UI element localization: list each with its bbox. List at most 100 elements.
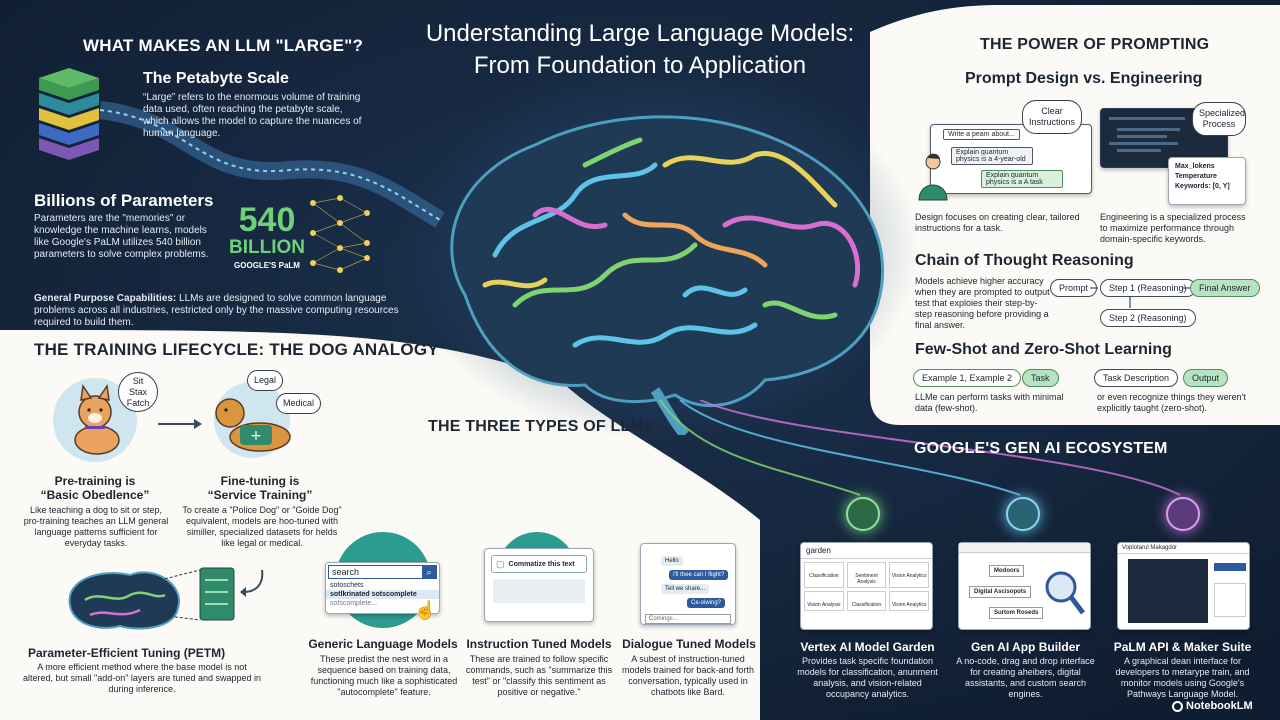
fs-task-pill: Task <box>1022 369 1059 387</box>
pretrain-title2: “Basic Obedlence” <box>40 488 150 502</box>
circuit-lines <box>659 400 1181 496</box>
data-stack-icon <box>39 68 99 160</box>
pretrain-dog-icon <box>53 378 137 462</box>
instruction-box: Commatize this text <box>508 560 575 568</box>
dialogue-text: A subest of instruction-tuned models tra… <box>621 654 755 697</box>
types-heading: THE THREE TYPES OF LLMs <box>428 418 654 435</box>
prompt-chat-3: Explain quantum physics is a A task <box>981 170 1063 188</box>
builder-item-1[interactable]: Modoors <box>989 565 1025 577</box>
brain-illustration <box>450 115 885 435</box>
fs-output-pill: Output <box>1183 369 1229 387</box>
garden-tile-1[interactable]: Classification <box>804 562 844 588</box>
palm-node-icon <box>1166 497 1200 531</box>
bubble-medical: Medical <box>276 393 322 414</box>
person-icon <box>918 153 948 201</box>
general-text: LLMs are designed to solve common langua… <box>34 293 399 328</box>
main-title-line2: From Foundation to Application <box>473 52 807 79</box>
training-heading: THE TRAINING LIFECYCLE: THE DOG ANALOGY <box>34 340 439 359</box>
big-number: 540 <box>238 201 296 239</box>
petm-title: Parameter-Efficient Tuning (PETM) <box>28 646 226 660</box>
brand-label: NotebookLM <box>1186 700 1253 712</box>
suggestion-1[interactable]: sotoschets <box>330 582 364 589</box>
vertex-title: Vertex AI Model Garden <box>800 640 935 654</box>
garden-tile-5[interactable]: Classification <box>846 591 887 611</box>
suggestion-3[interactable]: sotscomplete... <box>330 600 378 607</box>
finetune-text: To create a "Police Dog" or "Goide Dog" … <box>182 505 342 548</box>
garden-tile-4[interactable]: Vision Analysis <box>804 591 844 611</box>
pretrain-text: Like teaching a dog to sit or step, pro-… <box>23 505 169 548</box>
command-sit: Sit <box>132 376 144 386</box>
garden-tile-6[interactable]: Vision Analytics <box>889 591 929 611</box>
service-dog-icon: + <box>214 382 291 458</box>
chat-msg-4: Ce-oiwing? <box>687 598 726 608</box>
param-temperature[interactable]: Temperature <box>1175 173 1217 180</box>
pointer-hand-icon: ☝ <box>414 600 437 620</box>
chat-msg-3: Tell we share... <box>661 584 710 594</box>
palm-title: PaLM API & Maker Suite <box>1113 640 1252 654</box>
large-heading: WHAT MAKES AN LLM "LARGE"? <box>83 36 364 55</box>
ecosystem-heading: GOOGLE'S GEN AI ECOSYSTEM <box>914 440 1168 457</box>
arrow-right-icon <box>158 419 202 429</box>
curved-arrow-icon <box>240 569 264 597</box>
bubble-legal: Legal <box>247 370 284 391</box>
instr-title: Instruction Tuned Models <box>466 637 612 651</box>
message-icon: ▢ <box>496 558 505 569</box>
maker-title: Voplotarul Makagdor <box>1118 543 1249 554</box>
chat-input[interactable]: Comings... <box>645 614 731 624</box>
design-text: Design focuses on creating clear, tailor… <box>915 212 1080 233</box>
command-stax: Stax <box>128 387 147 397</box>
zeroshot-text: or even recognize things they weren't ex… <box>1097 392 1246 413</box>
vertex-text: Provides task specific foundation models… <box>797 656 938 699</box>
params-text: Parameters are the "memories" or knowled… <box>34 213 209 260</box>
vertex-node-icon <box>846 497 880 531</box>
cot-arrows-icon <box>1090 287 1190 308</box>
param-keywords[interactable]: Keywords: [0, Y] <box>1175 183 1230 190</box>
builder-item-2[interactable]: Digital Ascisopots <box>969 586 1032 598</box>
neural-network-icon <box>310 195 370 273</box>
data-stream <box>98 101 445 228</box>
design-title: Prompt Design vs. Engineering <box>965 70 1203 87</box>
instr-text: These are trained to follow specific com… <box>465 654 613 697</box>
generic-title: Generic Language Models <box>308 637 458 651</box>
fs-examples-pill: Example 1, Example 2 <box>913 369 1022 387</box>
garden-tile-2[interactable]: Sentiment Analysis <box>846 562 887 588</box>
builder-item-3[interactable]: Surtom Roseds <box>989 607 1044 619</box>
params-title: Billions of Parameters <box>34 191 214 210</box>
bubble-specialized-process: Specialized Process <box>1192 102 1246 136</box>
cot-step2-pill: Step 2 (Reasoning) <box>1100 309 1196 327</box>
garden-tile-3[interactable]: Vision Analytics <box>889 562 929 588</box>
cot-step1-pill: Step 1 (Reasoning) <box>1100 279 1196 297</box>
search-input[interactable]: search <box>332 567 360 577</box>
cot-text: Models achieve higher accuracy when they… <box>915 276 1050 330</box>
general-bold: General Purpose Capabilities: <box>34 293 177 304</box>
prompt-chat-2: Explain quantum physics is a 4-year-old <box>951 147 1033 165</box>
svg-text:+: + <box>250 428 262 444</box>
builder-title: Gen AI App Builder <box>970 640 1081 654</box>
notebooklm-logo-icon <box>1172 700 1183 712</box>
chat-msg-2: I'll thee can I flight? <box>669 570 729 580</box>
fs-description-pill: Task Description <box>1094 369 1179 387</box>
command-fatch: Fatch <box>126 398 150 408</box>
prompting-heading: THE POWER OF PROMPTING <box>980 36 1210 53</box>
magnifier-icon <box>1045 571 1085 615</box>
petm-text: A more efficient method where the base m… <box>22 662 262 694</box>
generic-text: These predist the nest word in a sequenc… <box>310 654 458 697</box>
suggestion-2[interactable]: sotlkrinated sotscomplete <box>326 590 439 599</box>
finetune-title2: “Service Training” <box>207 488 313 502</box>
petm-brain-icon <box>68 567 235 630</box>
garden-label: garden <box>801 543 932 559</box>
finetune-title1: Fine-tuning is <box>220 474 300 488</box>
param-max-tokens[interactable]: Max_lokens <box>1175 163 1215 170</box>
search-icon: ⌕ <box>422 566 436 578</box>
petabyte-title: The Petabyte Scale <box>143 70 289 87</box>
engineering-text: Engineering is a specialized process to … <box>1100 212 1246 244</box>
big-caption: GOOGLE'S PaLM <box>234 261 300 270</box>
builder-text: A no-code, drag and drop interface for c… <box>956 656 1095 699</box>
dialogue-title: Dialogue Tuned Models <box>622 637 756 651</box>
cot-title: Chain of Thought Reasoning <box>915 252 1134 269</box>
chat-msg-1: Hello <box>661 556 683 566</box>
pretrain-title1: Pre-training is <box>54 474 136 488</box>
cot-final-pill: Final Answer <box>1190 279 1260 297</box>
main-title-line1: Understanding Large Language Models: <box>425 20 855 47</box>
palm-text: A graphical dean interface for developer… <box>1115 656 1250 699</box>
